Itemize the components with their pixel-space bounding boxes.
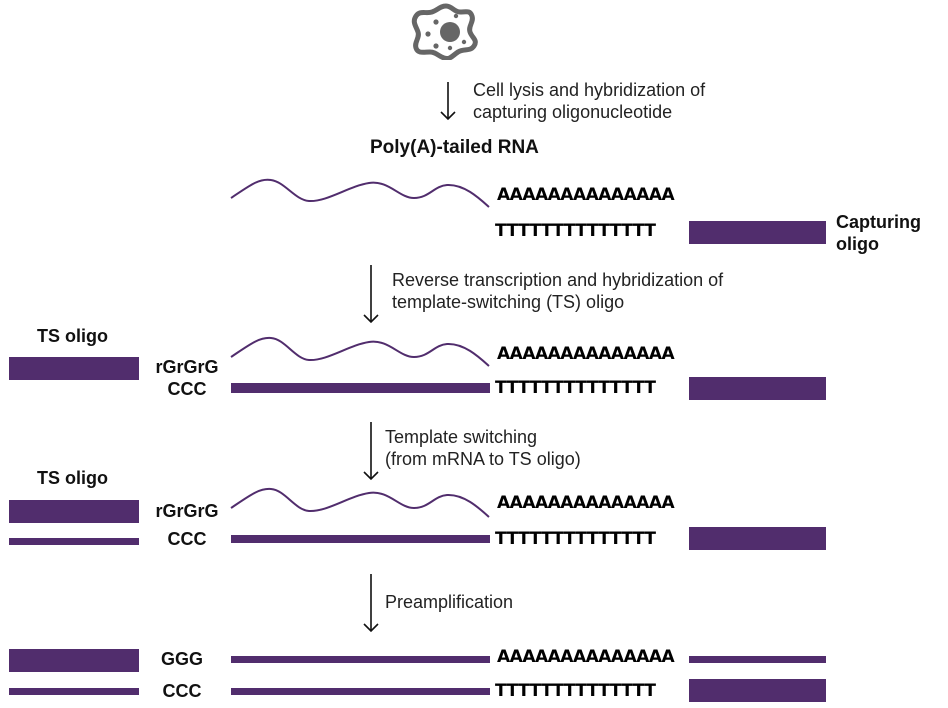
rgrgrg-label: rGrGrG	[155, 501, 219, 521]
poly-a-rna-label: Poly(A)-tailed RNA	[370, 137, 539, 158]
ggg-label: GGG	[160, 649, 203, 669]
ts-oligo-bar	[9, 357, 139, 380]
arrow-down-icon	[363, 574, 379, 633]
cdna-strand	[231, 535, 490, 543]
rgrgrg-label: rGrGrG	[155, 357, 219, 377]
poly-a-tail: AAAAAAAAAAAAAA	[497, 185, 675, 205]
step-4-text: Preamplification	[385, 591, 513, 613]
amplified-strand	[231, 656, 490, 663]
arrow-down-icon	[440, 82, 456, 121]
ccc-label: CCC	[162, 681, 202, 701]
poly-t-sequence: TTTTTTTTTTTTTT	[495, 681, 656, 701]
ccc-label: CCC	[167, 379, 207, 399]
mrna-strand	[230, 487, 490, 518]
step-3-line-1: Template switching	[385, 427, 538, 447]
capturing-oligo-bar	[689, 527, 826, 550]
ccc-label: CCC	[167, 529, 207, 549]
ts-oligo-label: TS oligo	[37, 468, 108, 488]
step-4-line-1: Preamplification	[385, 592, 514, 612]
capturing-oligo-bar	[689, 377, 826, 400]
step-2-line-1: Reverse transcription and hybridization …	[392, 270, 724, 290]
ts-oligo-bar	[9, 649, 139, 672]
amplified-strand-end	[689, 656, 826, 663]
poly-a-tail: AAAAAAAAAAAAAA	[497, 344, 675, 364]
poly-t-sequence: TTTTTTTTTTTTTT	[495, 378, 656, 398]
cell-icon	[411, 3, 478, 60]
step-2-text: Reverse transcription and hybridization …	[392, 269, 723, 313]
cdna-strand	[231, 383, 490, 393]
poly-a-tail: AAAAAAAAAAAAAA	[497, 493, 675, 513]
capturing-oligo-bar	[689, 679, 826, 702]
capturing-oligo-label-line-1: Capturing	[836, 212, 921, 232]
capturing-oligo-label: Capturing oligo	[836, 211, 921, 255]
ts-complement-strand	[9, 688, 139, 695]
poly-t-sequence: TTTTTTTTTTTTTT	[495, 529, 656, 549]
capturing-oligo-label-line-2: oligo	[836, 234, 879, 254]
arrow-down-icon	[363, 422, 379, 481]
poly-t-sequence: TTTTTTTTTTTTTT	[495, 221, 656, 241]
step-1-line-1: Cell lysis and hybridization of	[473, 80, 706, 100]
step-1-text: Cell lysis and hybridization of capturin…	[473, 79, 705, 123]
ts-oligo-bar	[9, 500, 139, 523]
ts-complement-strand	[9, 538, 139, 545]
step-1-line-2: capturing oligonucleotide	[473, 102, 673, 122]
arrow-down-icon	[363, 265, 379, 324]
step-2-line-2: template-switching (TS) oligo	[392, 292, 625, 312]
step-3-line-2: (from mRNA to TS oligo)	[385, 449, 581, 469]
step-3-text: Template switching (from mRNA to TS olig…	[385, 426, 581, 470]
cdna-strand	[231, 688, 490, 695]
mrna-strand	[230, 336, 490, 367]
poly-a-tail: AAAAAAAAAAAAAA	[497, 647, 675, 667]
ts-oligo-label: TS oligo	[37, 326, 108, 346]
capturing-oligo-bar	[689, 221, 826, 244]
mrna-strand	[230, 178, 490, 208]
